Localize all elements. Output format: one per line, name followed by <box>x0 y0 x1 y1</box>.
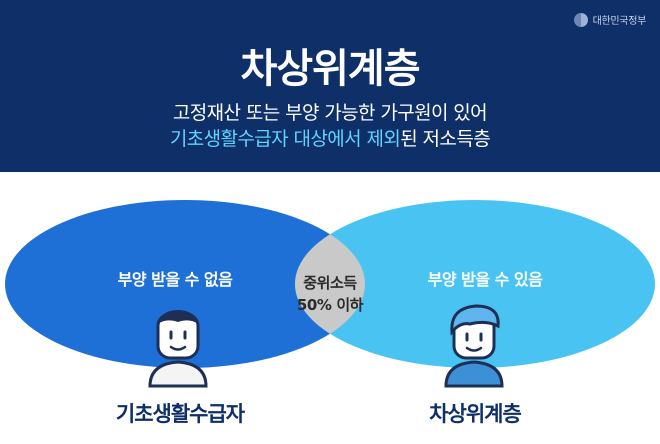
right-label: 부양 받을 수 있음 <box>427 270 543 289</box>
left-label: 부양 받을 수 없음 <box>117 270 233 289</box>
subtitle-line-1: 고정재산 또는 부양 가능한 가구원이 있어 <box>172 102 488 124</box>
taegeuk-icon <box>573 12 588 27</box>
left-group-name: 기초생활수급자 <box>115 402 245 426</box>
page-title: 차상위계층 <box>240 46 421 92</box>
subtitle-rest: 된 저소득층 <box>400 128 491 150</box>
overlap-label: 중위소득 50% 이하 <box>270 272 390 316</box>
person-left-icon <box>148 310 208 388</box>
right-ellipse <box>295 200 655 368</box>
person-right-icon <box>444 304 504 388</box>
subtitle-line-2: 기초생활수급자 대상에서 제외된 저소득층 <box>0 124 660 151</box>
overlap-line-2: 50% 이하 <box>296 296 364 314</box>
right-group-name: 차상위계층 <box>429 402 522 426</box>
venn-shapes <box>5 200 655 388</box>
government-logo: 대한민국정부 <box>573 12 647 27</box>
venn-diagram: 부양 받을 수 없음 부양 받을 수 있음 중위소득 50% 이하 기초생활수급… <box>0 172 660 444</box>
government-logo-text: 대한민국정부 <box>592 16 647 27</box>
overlap-line-1: 중위소득 <box>303 274 357 292</box>
header-banner: 대한민국정부 차상위계층 고정재산 또는 부양 가능한 가구원이 있어 기초생활… <box>0 0 660 172</box>
left-ellipse <box>5 200 365 368</box>
subtitle-highlight: 기초생활수급자 대상에서 제외 <box>169 128 401 150</box>
